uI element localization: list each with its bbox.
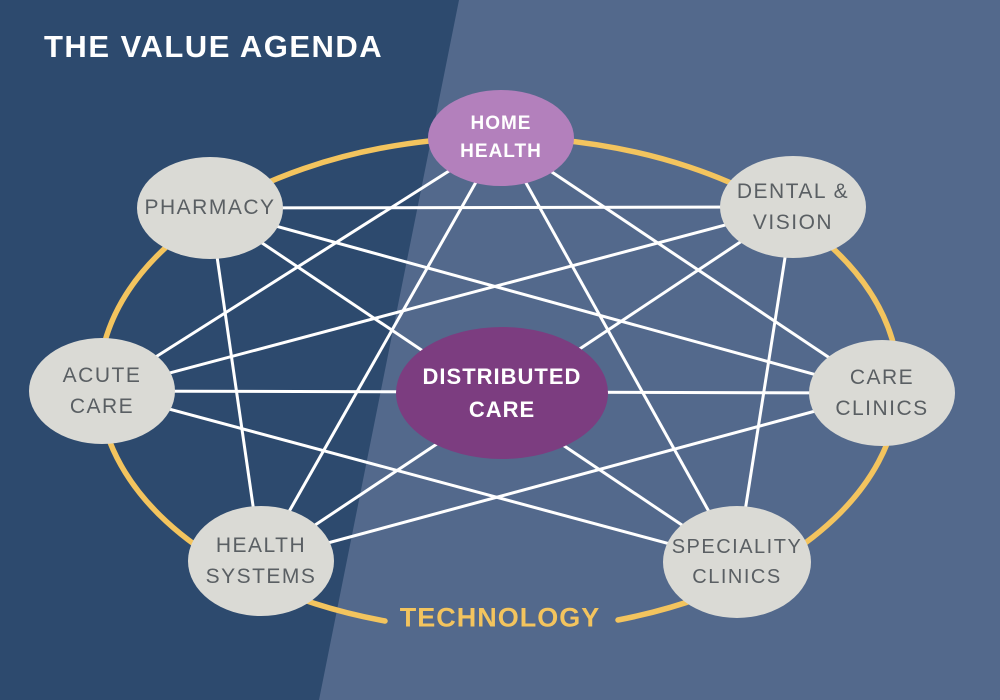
node-acute-care: ACUTE CARE — [29, 338, 175, 444]
node-health-systems: HEALTH SYSTEMS — [188, 506, 334, 616]
node-pharmacy: PHARMACY — [137, 157, 283, 259]
page-title: THE VALUE AGENDA — [44, 29, 384, 64]
node-dental-vision: DENTAL & VISION — [720, 156, 866, 258]
node-speciality-clinics: SPECIALITY CLINICS — [663, 506, 811, 618]
node-care-clinics: CARE CLINICS — [809, 340, 955, 446]
technology-ring-label: TECHNOLOGY — [399, 602, 601, 633]
node-distributed-care: DISTRIBUTED CARE — [396, 327, 608, 459]
node-home-health: HOME HEALTH — [428, 90, 574, 186]
